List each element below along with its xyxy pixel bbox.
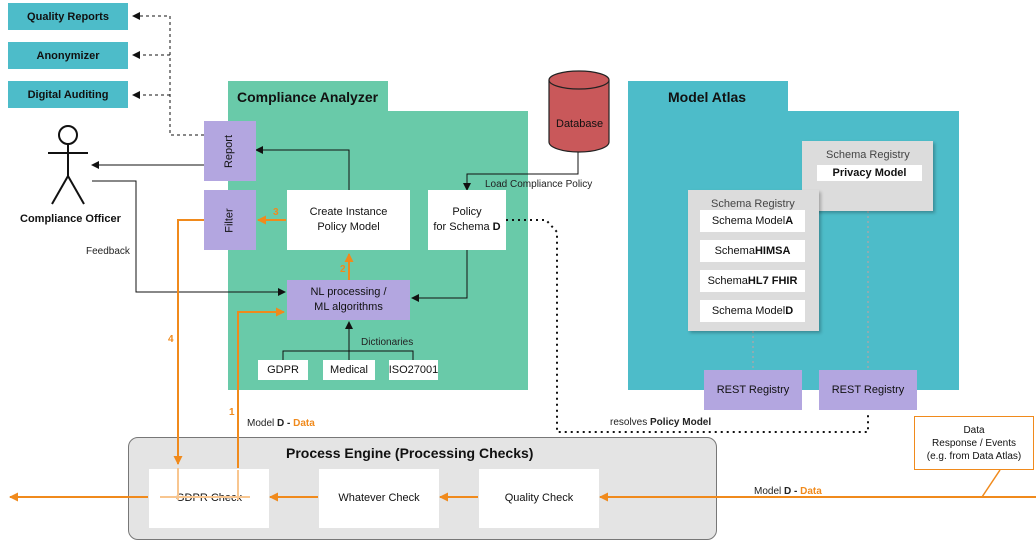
nl-line2: ML algorithms [314,301,383,313]
database-icon [548,70,610,153]
policy-box[interactable]: Policy for Schema D [428,190,506,250]
model-data-left-dash: - [284,418,294,429]
quality-check-box[interactable]: Quality Check [479,469,599,528]
nl-processing-box[interactable]: NL processing / ML algorithms [287,280,410,320]
schema-hl7-fhir-item[interactable]: Schema HL7 FHIR [700,270,805,292]
schema-model-d-item[interactable]: Schema Model D [700,300,805,322]
resolves-bold: Policy Model [650,417,712,428]
schema-hl7-prefix: Schema [707,274,748,287]
model-data-label-right: Model D - Data [754,486,822,497]
process-engine-title: Process Engine (Processing Checks) [286,445,534,461]
callout-line1: Data [963,424,985,436]
policy-line1: Policy [452,206,482,218]
schema-a-bold: A [785,214,794,227]
model-data-right-dash: - [791,486,801,497]
quality-reports-button[interactable]: Quality Reports [8,3,128,30]
model-data-right-prefix: Model [754,486,785,497]
model-atlas-tab: Model Atlas [628,81,788,113]
model-data-right-bold: D [784,486,792,497]
flow-number-2: 2 [340,264,346,275]
rest-registry-1-label: REST Registry [716,383,790,396]
whatever-check-box[interactable]: Whatever Check [319,469,439,528]
filter-box[interactable]: Filter [204,190,256,250]
compliance-analyzer-panel [228,111,528,390]
rest-registry-2-label: REST Registry [831,383,905,396]
model-data-left-prefix: Model [247,418,278,429]
anonymizer-button[interactable]: Anonymizer [8,42,128,69]
model-data-left-data: Data [293,418,315,429]
callout-line3: (e.g. from Data Atlas) [926,450,1022,462]
schema-registry-back-title: Schema Registry [826,149,910,161]
policy-line2-prefix: for Schema [433,221,493,233]
schema-hl7-bold: HL7 FHIR [747,274,798,287]
create-instance-box[interactable]: Create Instance Policy Model [287,190,410,250]
schema-d-prefix: Schema Model [711,304,786,317]
schema-d-bold: D [785,304,794,317]
flow-number-4: 4 [168,334,174,345]
schema-registry-front-title: Schema Registry [711,198,795,210]
policy-line2: for Schema D [433,220,500,235]
schema-a-prefix: Schema Model [711,214,786,227]
quality-reports-label: Quality Reports [27,10,109,23]
compliance-officer-label: Compliance Officer [20,213,121,225]
policy-line2-bold: D [492,221,501,233]
quality-check-label: Quality Check [504,492,574,504]
create-instance-line2: Policy Model [317,221,380,233]
model-atlas-title: Model Atlas [668,89,747,105]
gdpr-check-box[interactable]: GDPR Check [149,469,269,528]
digital-auditing-label: Digital Auditing [27,88,109,101]
create-instance-line1: Create Instance [309,206,388,218]
schema-model-a-item[interactable]: Schema Model A [700,210,805,232]
model-data-right-data: Data [800,486,822,497]
schema-himsa-prefix: Schema [714,244,755,257]
digital-auditing-button[interactable]: Digital Auditing [8,81,128,108]
nl-line1: NL processing / [310,286,387,298]
resolves-prefix: resolves [610,417,651,428]
feedback-label: Feedback [86,246,130,257]
schema-himsa-item[interactable]: Schema HIMSA [700,240,805,262]
callout-line2: Response / Events [932,437,1016,449]
flow-number-3: 3 [273,207,279,218]
data-callout: Data Response / Events (e.g. from Data A… [914,416,1034,470]
privacy-model-label: Privacy Model [832,166,907,179]
stick-figure-icon [48,125,88,205]
database-label: Database [556,118,604,130]
load-compliance-policy-label: Load Compliance Policy [485,179,593,190]
model-data-label-left: Model D - Data [247,418,315,429]
resolves-policy-model-label: resolves Policy Model [610,417,711,428]
schema-himsa-bold: HIMSA [754,244,791,257]
compliance-analyzer-title: Compliance Analyzer [237,89,379,105]
compliance-analyzer-tab: Compliance Analyzer [228,81,388,113]
report-box[interactable]: Report [204,121,256,181]
dict-gdpr[interactable]: GDPR [258,360,308,380]
whatever-check-label: Whatever Check [338,492,420,504]
anonymizer-label: Anonymizer [36,49,100,62]
rest-registry-1[interactable]: REST Registry [704,370,802,410]
privacy-model-item[interactable]: Privacy Model [817,165,922,181]
dict-iso27001[interactable]: ISO27001 [389,360,438,380]
rest-registry-2[interactable]: REST Registry [819,370,917,410]
dictionaries-label: Dictionaries [361,337,414,348]
flow-number-1: 1 [229,407,235,418]
dict-medical[interactable]: Medical [323,360,375,380]
model-data-left-bold: D [277,418,285,429]
